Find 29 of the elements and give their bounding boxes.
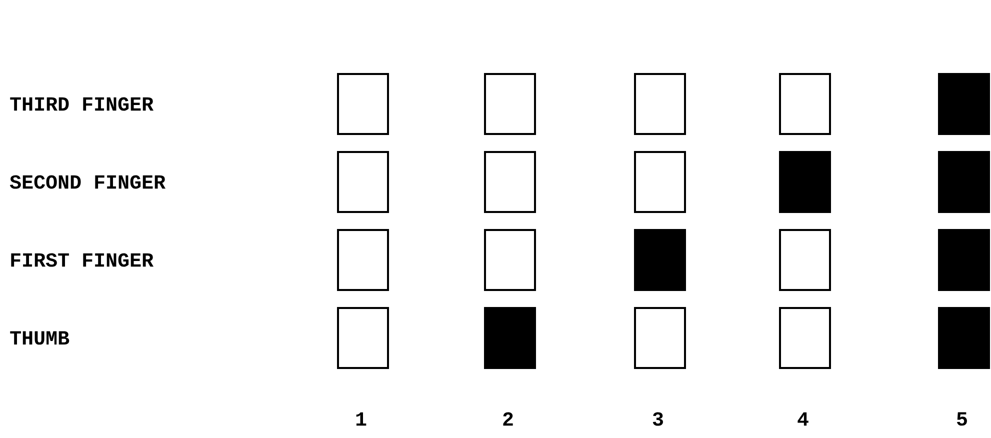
filled-square xyxy=(938,229,990,291)
empty-square xyxy=(337,151,389,213)
filled-square xyxy=(779,151,831,213)
empty-square xyxy=(337,229,389,291)
filled-square xyxy=(484,307,536,369)
row-label: THIRD FINGER xyxy=(10,97,154,111)
empty-square xyxy=(484,229,536,291)
filled-square xyxy=(938,307,990,369)
empty-square xyxy=(484,73,536,135)
empty-square xyxy=(779,307,831,369)
empty-square xyxy=(634,307,686,369)
column-number: 4 xyxy=(798,412,808,426)
empty-square xyxy=(634,151,686,213)
empty-square xyxy=(779,73,831,135)
row-label: SECOND FINGER xyxy=(10,175,166,189)
filled-square xyxy=(938,151,990,213)
column-number: 5 xyxy=(957,412,967,426)
column-number: 1 xyxy=(356,412,366,426)
row-label: THUMB xyxy=(10,331,70,345)
empty-square xyxy=(779,229,831,291)
empty-square xyxy=(337,73,389,135)
filled-square xyxy=(634,229,686,291)
empty-square xyxy=(484,151,536,213)
column-number: 2 xyxy=(503,412,513,426)
column-number: 3 xyxy=(652,412,663,426)
filled-square xyxy=(938,73,990,135)
empty-square xyxy=(634,73,686,135)
empty-square xyxy=(337,307,389,369)
row-label: FIRST FINGER xyxy=(11,253,154,267)
